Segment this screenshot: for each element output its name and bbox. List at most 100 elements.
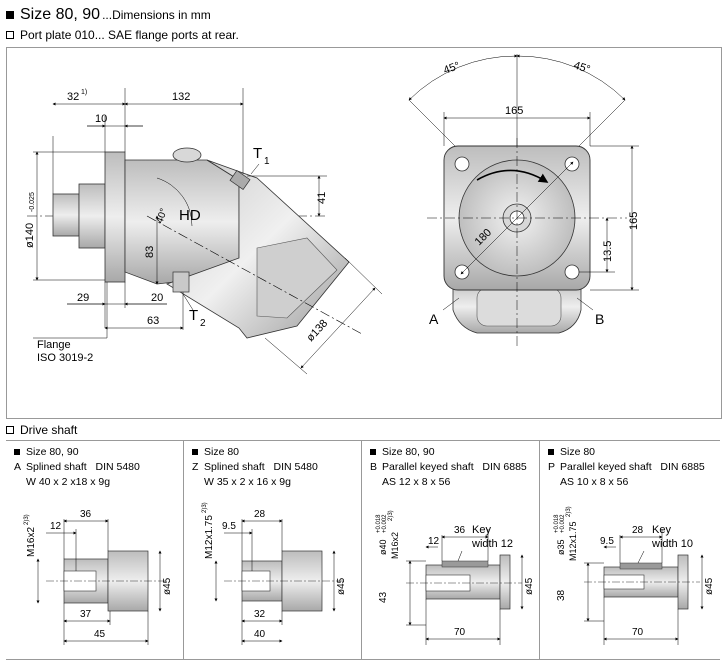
- label-t2: T: [189, 307, 198, 324]
- dim-20: 20: [151, 292, 163, 304]
- shaft-letter: B: [370, 461, 378, 473]
- shaft-diam: ø35: [556, 539, 566, 555]
- dim-diam-140-tol: -0.025: [29, 192, 36, 212]
- dim-32-footnote: 1): [81, 89, 87, 96]
- shaft-dim-1: 28: [254, 509, 266, 520]
- shaft-standard: DIN 6885: [482, 461, 527, 473]
- shaft-key-width: width 12: [471, 538, 513, 550]
- filled-bullet-icon: [14, 449, 20, 456]
- port-plate-heading: Port plate 010... SAE flange ports at re…: [6, 28, 239, 42]
- dim-diam-138: ø138: [304, 318, 330, 345]
- shaft-key-label: Key: [652, 524, 671, 536]
- shaft-dim-1: 36: [80, 509, 92, 520]
- shaft-name: Splined shaft: [26, 461, 87, 473]
- flange-label: Flange: [37, 339, 71, 351]
- filled-bullet-icon: [6, 11, 14, 19]
- shaft-dim-3: ø45: [336, 577, 347, 595]
- shaft-p-drawing: ø35 +0.018 +0.002 M12x1.75 2)3) 28 9.5 K…: [554, 506, 715, 645]
- shaft-thread: M16x2: [26, 527, 37, 557]
- shaft-size: Size 80: [560, 446, 596, 458]
- dim-29: 29: [77, 292, 89, 304]
- dim-132: 132: [172, 91, 190, 103]
- shaft-spec: W 40 x 2 x18 x 9g: [26, 476, 111, 488]
- shaft-a-drawing: M16x2 2)3) 36 12 ø45 37 45: [24, 509, 173, 645]
- open-square-bullet-icon: [6, 426, 14, 434]
- shaft-z-drawing: M12x1.75 2)3) 28 9.5 ø45 32 40: [202, 502, 347, 645]
- shaft-key-label: Key: [472, 524, 491, 536]
- shaft-diam-tol-lo: +0.002: [560, 514, 566, 533]
- shaft-thread: M16x2: [390, 532, 400, 559]
- shaft-name: Parallel keyed shaft: [382, 461, 474, 473]
- label-hd: HD: [179, 207, 201, 224]
- shaft-dim-5: 70: [454, 627, 466, 638]
- flange-spigot: [78, 183, 106, 249]
- shaft-dim-3: ø45: [704, 577, 715, 595]
- shaft-dim-2: 12: [50, 521, 62, 532]
- shaft-column-a: Size 80, 90 A Splined shaft DIN 5480 W 40…: [6, 441, 184, 659]
- dim-165-right: 165: [628, 212, 640, 230]
- flange-standard: ISO 3019-2: [37, 352, 93, 364]
- angle-45-left: 45°: [442, 60, 462, 77]
- label-t1: T: [253, 145, 262, 162]
- drive-shaft-table: Size 80, 90 A Splined shaft DIN 5480 W 40…: [6, 440, 720, 660]
- shaft-dim-1: 28: [632, 525, 644, 536]
- filled-bullet-icon: [192, 449, 198, 456]
- label-t2-sub: 2: [200, 318, 206, 329]
- flange: [104, 151, 126, 283]
- shaft-dim-1: 36: [454, 525, 466, 536]
- drive-shaft-heading-text: Drive shaft: [20, 423, 78, 437]
- shaft-diam-tol-up: +0.018: [376, 514, 382, 533]
- shaft-size: Size 80, 90: [382, 446, 435, 458]
- filled-bullet-icon: [370, 449, 376, 456]
- shaft-dim-3: ø45: [524, 577, 535, 595]
- filled-bullet-icon: [548, 449, 554, 456]
- angle-45-right: 45°: [572, 59, 592, 76]
- port-label-a: A: [429, 311, 439, 327]
- shaft-thread-footnote: 2)3): [566, 506, 572, 517]
- shaft-thread-footnote: 2)3): [388, 510, 394, 521]
- port-plate-heading-text: Port plate 010... SAE flange ports at re…: [20, 28, 239, 42]
- shaft-letter: A: [14, 461, 22, 473]
- dim-41: 41: [316, 192, 328, 204]
- size-heading-suffix: ...Dimensions in mm: [102, 8, 211, 22]
- shaft-spec: W 35 x 2 x 16 x 9g: [204, 476, 291, 488]
- shaft-dim-4: 32: [254, 609, 266, 620]
- shaft-size: Size 80: [204, 446, 240, 458]
- shaft-diam-tol-up: +0.018: [554, 514, 560, 533]
- shaft-b-drawing: ø40 +0.018 +0.002 M16x2 2)3) 36 12 Key w…: [376, 510, 535, 645]
- dim-165-top: 165: [505, 105, 523, 117]
- shaft-diam-tol-lo: +0.002: [382, 514, 388, 533]
- shaft-size: Size 80, 90: [26, 446, 79, 458]
- shaft-dim-5: 45: [94, 629, 106, 640]
- dim-13-5: 13.5: [602, 241, 614, 262]
- dim-83: 83: [144, 246, 156, 258]
- shaft-thread: M12x1.75: [204, 515, 215, 559]
- front-view: 45° 45° 165 180 165 13: [408, 54, 640, 348]
- shaft-spec: AS 12 x 8 x 56: [382, 476, 451, 488]
- shaft-column-b: Size 80, 90 B Parallel keyed shaft DIN 68…: [362, 441, 540, 659]
- dim-diam-140: ø140: [24, 223, 36, 248]
- shaft-standard: DIN 5480: [95, 461, 140, 473]
- shaft-thread-footnote: 2)3): [202, 502, 208, 513]
- shaft-spec: AS 10 x 8 x 56: [560, 476, 629, 488]
- shaft-dim-2: 12: [428, 536, 440, 547]
- shaft-letter: Z: [192, 461, 199, 473]
- shaft-dim-4: 38: [556, 589, 567, 601]
- shaft-thread: M12x1.75: [568, 521, 578, 561]
- shaft-dim-5: 70: [632, 627, 644, 638]
- pump-drawing: 32 1) 132 10 T 1 ø140 -0.025 40° HD 41 8…: [24, 54, 640, 375]
- size-heading: Size 80, 90 ...Dimensions in mm: [6, 6, 211, 24]
- shaft-standard: DIN 6885: [660, 461, 705, 473]
- shaft-letter: P: [548, 461, 556, 473]
- shaft-thread-footnote: 2)3): [24, 514, 30, 525]
- shaft-dim-2: 9.5: [600, 536, 614, 547]
- shaft-dim-4: 37: [80, 609, 92, 620]
- dim-10: 10: [95, 113, 107, 125]
- open-square-bullet-icon: [6, 31, 14, 39]
- drive-shaft-heading: Drive shaft: [6, 423, 77, 437]
- shaft-key-width: width 10: [651, 538, 693, 550]
- main-drawing-panel: 32 1) 132 10 T 1 ø140 -0.025 40° HD 41 8…: [6, 47, 722, 419]
- shaft-stub: [52, 193, 80, 237]
